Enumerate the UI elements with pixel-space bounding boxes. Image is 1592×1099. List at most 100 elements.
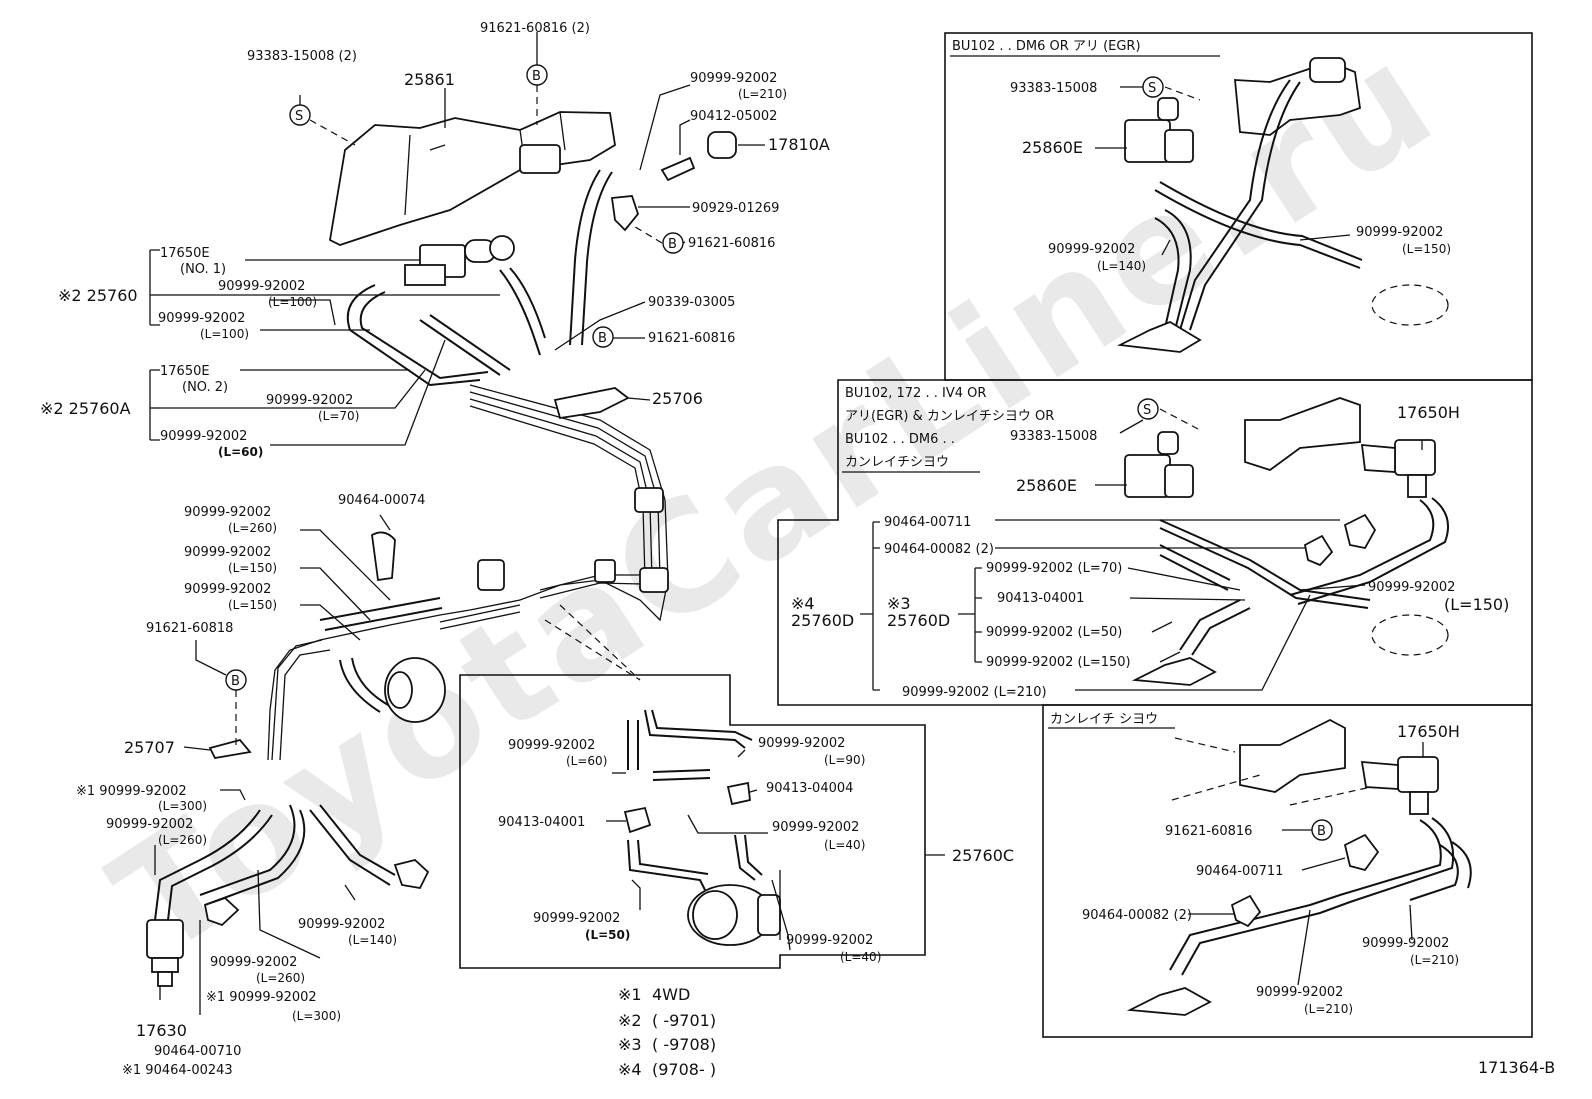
label-17650h: 17650H <box>1397 403 1460 422</box>
label-length: (L=150) <box>228 598 277 612</box>
label-17630: 17630 <box>136 1021 187 1040</box>
label-91621-60818: 91621-60818 <box>146 621 233 636</box>
label-90999-92002: 90999-92002 <box>690 71 777 86</box>
label-90464-00711: 90464-00711 <box>1196 864 1283 879</box>
vsv-17650e-no2[interactable] <box>404 264 446 286</box>
label-90999-92002: 90999-92002 <box>758 736 845 751</box>
box-iv4-title-4: カンレイチシヨウ <box>845 455 949 470</box>
footnote-mark: ※4 <box>618 1060 642 1079</box>
label-length: (L=260) <box>228 521 277 535</box>
vacuum-actuator[interactable] <box>687 884 781 946</box>
label-90999-92002: 90999-92002 <box>184 545 271 560</box>
clip-90464-00711[interactable] <box>1343 833 1380 872</box>
label-no1: (NO. 1) <box>180 262 226 277</box>
footnote-text: ( -9701) <box>652 1011 716 1030</box>
box-25760c <box>459 674 926 969</box>
label-91621-60816: 91621-60816 <box>648 331 735 346</box>
label-90999-92002: 90999-92002 <box>1256 985 1343 1000</box>
label-length: (L=150) <box>1402 242 1451 256</box>
label-90999-92002: 90999-92002 <box>1048 242 1135 257</box>
pipe-clamp <box>634 487 664 513</box>
clip-90464-00074[interactable] <box>371 531 396 582</box>
bracket-25707[interactable] <box>208 738 252 759</box>
symbol-b-marker: B <box>225 669 247 691</box>
clip-90464-00711[interactable] <box>1343 513 1377 550</box>
svg-text:B: B <box>231 674 240 689</box>
box-iv4-title-3: BU102 . . DM6 . . <box>845 432 955 447</box>
label-90339-03005: 90339-03005 <box>648 295 735 310</box>
footnote-text: ( -9708) <box>652 1035 716 1054</box>
clip <box>393 859 430 889</box>
svg-text:S: S <box>1143 403 1151 418</box>
vacuum-damper[interactable] <box>384 657 446 723</box>
svg-text:S: S <box>295 109 303 124</box>
box-iv4-title-2: アリ(EGR) & カンレイチシヨウ OR <box>845 409 1054 424</box>
label-90999-92002: 90999-92002 <box>1368 580 1455 595</box>
box-iv4-title-1: BU102, 172 . . IV4 OR <box>845 386 986 401</box>
label-90464-00243: ※1 90464-00243 <box>122 1063 233 1078</box>
label-length: (L=70) <box>318 409 359 423</box>
label-90464-00082: 90464-00082 (2) <box>1082 908 1192 923</box>
svg-text:B: B <box>598 331 607 346</box>
label-90929-01269: 90929-01269 <box>692 201 779 216</box>
label-90999-92002: 90999-92002 <box>106 817 193 832</box>
label-25760d: 25760D <box>791 611 854 630</box>
connector-90413-04001[interactable] <box>623 806 652 834</box>
clip-90464-00082[interactable] <box>1230 894 1262 928</box>
connector-90413-04004[interactable] <box>726 781 751 806</box>
label-90999-92002: 90999-92002 <box>1362 936 1449 951</box>
label-17650e: 17650E <box>160 364 210 379</box>
label-90464-00711: 90464-00711 <box>884 515 971 530</box>
bracket-25861[interactable] <box>329 111 616 246</box>
label-length: (L=60) <box>218 445 263 459</box>
pipe-clamp <box>639 567 669 593</box>
label-90999-92002: 90999-92002 <box>1356 225 1443 240</box>
label-90999-92002: 90999-92002 <box>772 820 859 835</box>
label-length: (L=210) <box>1410 953 1459 967</box>
label-length: (L=100) <box>200 327 249 341</box>
label-93383-15008: 93383-15008 <box>1010 429 1097 444</box>
vsv-25860e[interactable] <box>1124 97 1194 163</box>
vacuum-switch-17630[interactable] <box>146 919 184 987</box>
label-90412-05002: 90412-05002 <box>690 109 777 124</box>
clip-90464-00082[interactable] <box>1303 534 1334 567</box>
label-length: (L=100) <box>268 295 317 309</box>
label-25860e: 25860E <box>1022 138 1083 157</box>
label-length: (L=150) <box>228 561 277 575</box>
label-no2: (NO. 2) <box>182 380 228 395</box>
label-length: (L=40) <box>824 838 865 852</box>
label-90464-00082: 90464-00082 (2) <box>884 542 994 557</box>
bracket-25706[interactable] <box>553 387 630 420</box>
label-90413-04001: 90413-04001 <box>498 815 585 830</box>
footnotes: ※1 4WD ※2 ( -9701) ※3 ( -9708) ※4 (9708-… <box>618 985 716 1079</box>
label-91621-60816: 91621-60816 (2) <box>480 21 590 36</box>
footnote-mark: ※2 <box>618 1011 642 1030</box>
symbol-b-marker: B <box>592 326 614 348</box>
label-91621-60816: 91621-60816 <box>1165 824 1252 839</box>
label-93383-15008: 93383-15008 <box>1010 81 1097 96</box>
label-length: (L=60) <box>566 754 607 768</box>
label-25860e: 25860E <box>1016 476 1077 495</box>
label-length: (L=150) <box>1444 595 1509 614</box>
pipe-90412-05002[interactable] <box>660 156 696 182</box>
clamp-90929-01269[interactable] <box>610 195 640 232</box>
label-ref-3: ※3 <box>887 594 911 613</box>
footnote-mark: ※1 <box>618 985 642 1004</box>
pipe-clamp <box>594 559 616 583</box>
clip-90464-00710[interactable] <box>203 896 240 927</box>
box-kanrei <box>1042 704 1533 1038</box>
svg-text:S: S <box>1148 81 1156 96</box>
label-90413-04004: 90413-04004 <box>766 781 853 796</box>
label-90413-04001: 90413-04001 <box>997 591 1084 606</box>
label-25707: 25707 <box>124 738 175 757</box>
label-93383-15008: 93383-15008 (2) <box>247 49 357 64</box>
label-90999-92002: 90999-92002 (L=210) <box>902 685 1047 700</box>
vsv-25860e[interactable] <box>1124 431 1194 498</box>
filter-17810a[interactable] <box>707 131 737 159</box>
svg-text:B: B <box>668 237 677 252</box>
vsv-17650h[interactable] <box>1360 756 1439 815</box>
footnote-text: 4WD <box>652 985 690 1004</box>
vsv-17650h[interactable] <box>1360 439 1436 498</box>
label-length: (L=50) <box>585 928 630 942</box>
label-length: (L=260) <box>158 833 207 847</box>
